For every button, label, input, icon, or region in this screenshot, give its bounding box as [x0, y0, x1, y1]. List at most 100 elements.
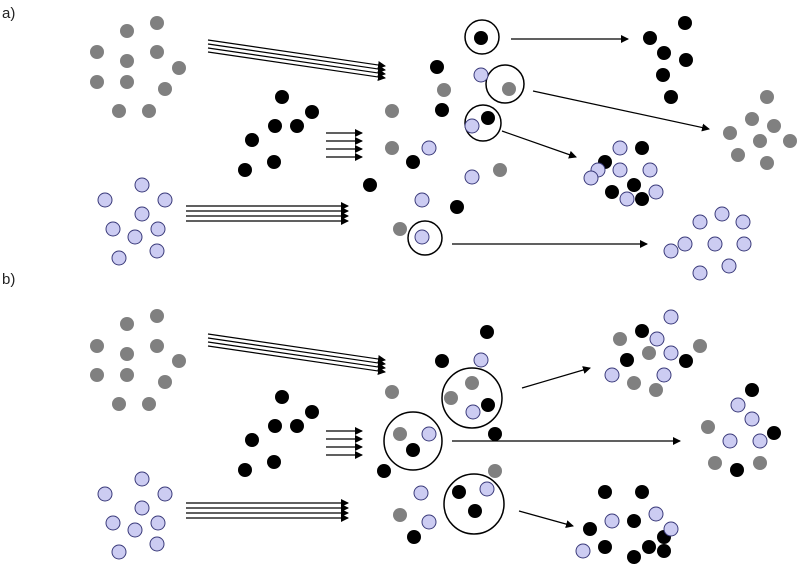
lavender-particle — [736, 236, 752, 252]
gray-particle — [760, 156, 774, 170]
black-particle — [435, 354, 449, 368]
gray-particle — [444, 391, 458, 405]
lavender-particle — [604, 513, 620, 529]
black-particle — [635, 141, 649, 155]
gray-particle — [120, 317, 134, 331]
lavender-particle — [134, 471, 150, 487]
lavender-particle — [744, 411, 760, 427]
arrow-icon — [501, 130, 577, 159]
arrow-icon — [207, 43, 386, 73]
arrow-icon — [532, 90, 710, 132]
lavender-particle — [479, 481, 495, 497]
arrow-icon — [207, 39, 386, 69]
gray-particle — [393, 508, 407, 522]
lavender-particle — [735, 214, 751, 230]
black-particle — [430, 60, 444, 74]
lavender-particle — [111, 544, 127, 560]
black-particle — [598, 540, 612, 554]
black-particle — [268, 419, 282, 433]
black-particle — [679, 53, 693, 67]
lavender-particle — [648, 506, 664, 522]
arrow-icon — [207, 341, 386, 371]
lavender-particle — [707, 236, 723, 252]
gray-particle — [150, 309, 164, 323]
gray-particle — [760, 90, 774, 104]
gray-particle — [465, 376, 479, 390]
gray-particle — [753, 456, 767, 470]
panel-a — [90, 16, 797, 281]
lavender-particle — [464, 169, 480, 185]
lavender-particle — [619, 191, 635, 207]
lavender-particle — [721, 258, 737, 274]
black-particle — [450, 200, 464, 214]
lavender-particle — [642, 162, 658, 178]
black-particle — [238, 463, 252, 477]
black-particle — [767, 426, 781, 440]
gray-particle — [90, 45, 104, 59]
lavender-particle — [612, 140, 628, 156]
lavender-particle — [105, 221, 121, 237]
black-particle — [620, 353, 634, 367]
panel-a-label: a) — [2, 5, 15, 22]
lavender-particle — [157, 192, 173, 208]
black-particle — [481, 398, 495, 412]
black-particle — [627, 178, 641, 192]
lavender-particle — [649, 331, 665, 347]
selection-circle-icon — [464, 19, 500, 55]
gray-particle — [723, 126, 737, 140]
lavender-particle — [111, 250, 127, 266]
black-particle — [290, 119, 304, 133]
lavender-particle — [663, 309, 679, 325]
arrow-icon — [207, 337, 386, 367]
lavender-particle — [473, 67, 489, 83]
gray-particle — [488, 464, 502, 478]
black-particle — [488, 427, 502, 441]
gray-particle — [158, 82, 172, 96]
black-particle — [635, 192, 649, 206]
gray-particle — [120, 368, 134, 382]
black-particle — [407, 530, 421, 544]
gray-particle — [642, 346, 656, 360]
arrow-icon — [518, 510, 574, 528]
gray-particle — [783, 134, 797, 148]
black-particle — [468, 504, 482, 518]
lavender-particle — [648, 184, 664, 200]
gray-particle — [90, 75, 104, 89]
black-particle — [363, 178, 377, 192]
gray-particle — [701, 420, 715, 434]
lavender-particle — [134, 500, 150, 516]
selection-circle-icon — [443, 473, 505, 535]
lavender-particle — [413, 485, 429, 501]
selection-circle-icon — [407, 220, 443, 256]
black-particle — [481, 111, 495, 125]
gray-particle — [158, 375, 172, 389]
black-particle — [657, 46, 671, 60]
black-particle — [627, 514, 641, 528]
black-particle — [435, 103, 449, 117]
gray-particle — [708, 456, 722, 470]
black-particle — [635, 324, 649, 338]
black-particle — [245, 133, 259, 147]
lavender-particle — [134, 206, 150, 222]
lavender-particle — [127, 522, 143, 538]
gray-particle — [649, 383, 663, 397]
lavender-particle — [414, 192, 430, 208]
gray-particle — [502, 82, 516, 96]
gray-particle — [385, 385, 399, 399]
panel-b-label: b) — [2, 271, 15, 288]
lavender-particle — [150, 221, 166, 237]
black-particle — [406, 155, 420, 169]
lavender-particle — [150, 515, 166, 531]
gray-particle — [120, 24, 134, 38]
lavender-particle — [663, 345, 679, 361]
black-particle — [745, 383, 759, 397]
black-particle — [377, 464, 391, 478]
black-particle — [267, 155, 281, 169]
gray-particle — [150, 45, 164, 59]
black-particle — [627, 550, 641, 564]
black-particle — [290, 419, 304, 433]
black-particle — [480, 325, 494, 339]
lavender-particle — [127, 229, 143, 245]
lavender-particle — [97, 486, 113, 502]
lavender-particle — [692, 265, 708, 281]
